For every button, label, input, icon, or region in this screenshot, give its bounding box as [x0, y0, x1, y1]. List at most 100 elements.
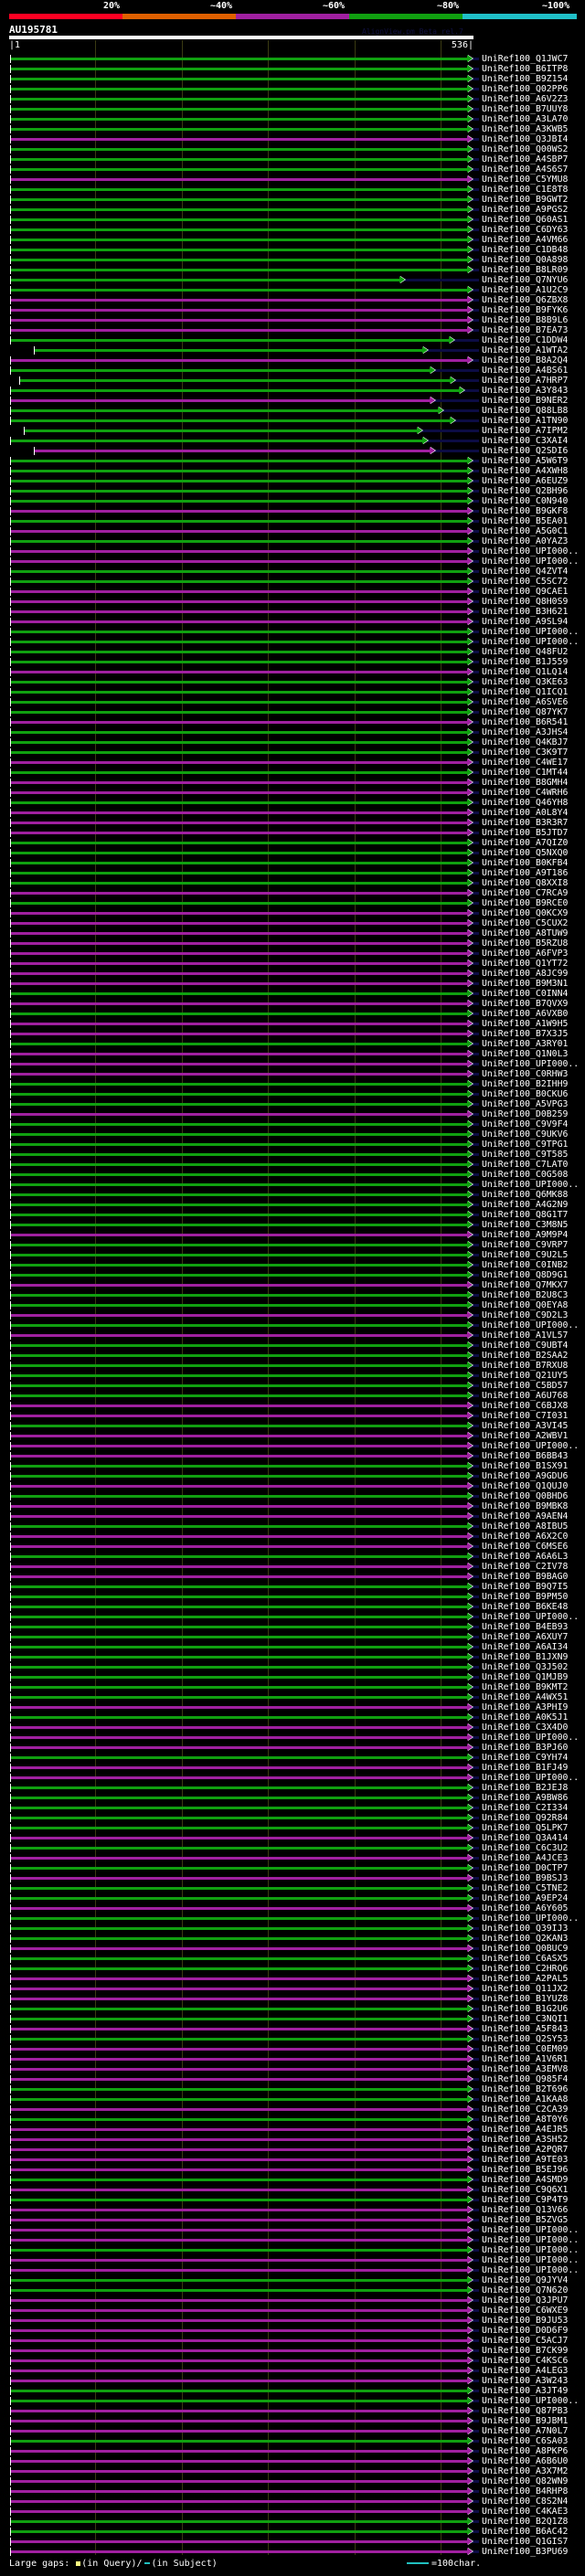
alignment-bar[interactable] [10, 2018, 467, 2020]
hit-row[interactable]: UniRef100_A3PHI9 [0, 1702, 585, 1712]
alignment-bar[interactable] [10, 852, 467, 854]
hit-label[interactable]: UniRef100_B9KMT2 [482, 1682, 569, 1692]
hit-row[interactable]: UniRef100_A3VI45 [0, 1421, 585, 1431]
hit-label[interactable]: UniRef100_A4BS61 [482, 366, 569, 376]
hit-row[interactable]: UniRef100_A1V6R1 [0, 2054, 585, 2064]
hit-label[interactable]: UniRef100_UPI000.. [482, 2396, 580, 2406]
alignment-bar[interactable] [10, 1304, 467, 1307]
alignment-bar[interactable] [10, 1485, 467, 1488]
hit-label[interactable]: UniRef100_A8TUW9 [482, 928, 569, 938]
alignment-bar[interactable] [10, 1686, 467, 1689]
hit-row[interactable]: UniRef100_A2PQR7 [0, 2145, 585, 2155]
alignment-bar[interactable] [10, 1967, 467, 1970]
hit-label[interactable]: UniRef100_B9RCE0 [482, 898, 569, 908]
alignment-bar[interactable] [10, 1897, 467, 1900]
hit-label[interactable]: UniRef100_C1DDW4 [482, 335, 569, 345]
hit-label[interactable]: UniRef100_B3PJ60 [482, 1743, 569, 1753]
alignment-bar[interactable] [10, 1716, 467, 1719]
alignment-bar[interactable] [10, 2028, 467, 2030]
hit-label[interactable]: UniRef100_A3RY01 [482, 1039, 569, 1049]
alignment-bar[interactable] [10, 2299, 467, 2302]
hit-label[interactable]: UniRef100_C4KAE3 [482, 2507, 569, 2517]
alignment-bar[interactable] [10, 339, 450, 342]
hit-label[interactable]: UniRef100_A9SL94 [482, 617, 569, 627]
hit-label[interactable]: UniRef100_Q21UY5 [482, 1371, 569, 1381]
alignment-bar[interactable] [10, 218, 467, 221]
hit-label[interactable]: UniRef100_Q6MK88 [482, 1190, 569, 1200]
hit-row[interactable]: UniRef100_C6DY63 [0, 225, 585, 235]
alignment-bar[interactable] [10, 962, 467, 965]
hit-row[interactable]: UniRef100_C9T585 [0, 1150, 585, 1160]
hit-label[interactable]: UniRef100_Q9CAE1 [482, 587, 569, 597]
hit-row[interactable]: UniRef100_B7RXU8 [0, 1361, 585, 1371]
hit-label[interactable]: UniRef100_C6BJX8 [482, 1401, 569, 1411]
hit-label[interactable]: UniRef100_B2U8C3 [482, 1290, 569, 1300]
alignment-bar[interactable] [10, 1344, 467, 1347]
hit-row[interactable]: UniRef100_Q46YH8 [0, 798, 585, 808]
hit-label[interactable]: UniRef100_C5CUX2 [482, 918, 569, 928]
hit-label[interactable]: UniRef100_C6MSE6 [482, 1542, 569, 1552]
alignment-bar[interactable] [10, 2460, 467, 2463]
alignment-bar[interactable] [10, 530, 467, 533]
hit-label[interactable]: UniRef100_Q02PP6 [482, 84, 569, 94]
hit-row[interactable]: UniRef100_C2CA39 [0, 2104, 585, 2115]
alignment-bar[interactable] [34, 450, 431, 452]
hit-row[interactable]: UniRef100_Q1N0L3 [0, 1049, 585, 1059]
hit-row[interactable]: UniRef100_A3X7M2 [0, 2466, 585, 2476]
hit-label[interactable]: UniRef100_C4KSC6 [482, 2356, 569, 2366]
hit-row[interactable]: UniRef100_B0CKU6 [0, 1089, 585, 1099]
hit-label[interactable]: UniRef100_A4SMD9 [482, 2175, 569, 2185]
hit-row[interactable]: UniRef100_UPI000.. [0, 1059, 585, 1069]
hit-row[interactable]: UniRef100_Q11JX2 [0, 1984, 585, 1994]
hit-row[interactable]: UniRef100_C9VRP7 [0, 1240, 585, 1250]
hit-row[interactable]: UniRef100_Q7MKX7 [0, 1280, 585, 1290]
alignment-bar[interactable] [10, 882, 467, 885]
hit-row[interactable]: UniRef100_Q39IJ3 [0, 1924, 585, 1934]
hit-row[interactable]: UniRef100_A9TE03 [0, 2155, 585, 2165]
hit-label[interactable]: UniRef100_UPI000.. [482, 1913, 580, 1924]
hit-label[interactable]: UniRef100_B0KFB4 [482, 858, 569, 868]
hit-row[interactable]: UniRef100_B9BAG0 [0, 1572, 585, 1582]
hit-row[interactable]: UniRef100_UPI000.. [0, 2245, 585, 2255]
hit-row[interactable]: UniRef100_A5VPG3 [0, 1099, 585, 1109]
hit-row[interactable]: UniRef100_A9PGS2 [0, 205, 585, 215]
hit-row[interactable]: UniRef100_A0L8Y4 [0, 808, 585, 818]
alignment-bar[interactable] [10, 520, 467, 523]
hit-label[interactable]: UniRef100_Q1GIS7 [482, 2537, 569, 2547]
alignment-bar[interactable] [10, 1988, 467, 1990]
hit-row[interactable]: UniRef100_C0RHW3 [0, 1069, 585, 1079]
alignment-bar[interactable] [10, 2369, 467, 2372]
alignment-bar[interactable] [10, 2400, 467, 2402]
hit-label[interactable]: UniRef100_A9AEN4 [482, 1511, 569, 1521]
hit-label[interactable]: UniRef100_C3NQI1 [482, 2014, 569, 2024]
hit-row[interactable]: UniRef100_A7HRP7 [0, 376, 585, 386]
alignment-bar[interactable] [10, 399, 431, 402]
hit-row[interactable]: UniRef100_A9BW86 [0, 1793, 585, 1803]
hit-row[interactable]: UniRef100_A6B6U0 [0, 2456, 585, 2466]
hit-label[interactable]: UniRef100_Q87YK7 [482, 707, 569, 717]
alignment-bar[interactable] [10, 2178, 467, 2181]
hit-label[interactable]: UniRef100_C7LAT0 [482, 1160, 569, 1170]
hit-row[interactable]: UniRef100_UPI000.. [0, 627, 585, 637]
alignment-bar[interactable] [10, 2450, 467, 2453]
hit-row[interactable]: UniRef100_A6SVE6 [0, 697, 585, 707]
hit-label[interactable]: UniRef100_B2IHH9 [482, 1079, 569, 1089]
hit-label[interactable]: UniRef100_A9PGS2 [482, 205, 569, 215]
alignment-bar[interactable] [10, 1123, 467, 1126]
hit-row[interactable]: UniRef100_A8T0Y6 [0, 2115, 585, 2125]
hit-label[interactable]: UniRef100_A2PAL5 [482, 1974, 569, 1984]
hit-label[interactable]: UniRef100_B5RZU8 [482, 938, 569, 949]
hit-label[interactable]: UniRef100_A7IPM2 [482, 426, 569, 436]
hit-label[interactable]: UniRef100_C9VRP7 [482, 1240, 569, 1250]
hit-row[interactable]: UniRef100_A4SMD9 [0, 2175, 585, 2185]
alignment-bar[interactable] [10, 1555, 467, 1558]
alignment-bar[interactable] [10, 2510, 467, 2513]
alignment-bar[interactable] [10, 2148, 467, 2151]
alignment-bar[interactable] [10, 661, 467, 663]
hit-label[interactable]: UniRef100_A6VXB0 [482, 1009, 569, 1019]
hit-label[interactable]: UniRef100_A3JT49 [482, 2386, 569, 2396]
hit-row[interactable]: UniRef100_Q6ZBX8 [0, 295, 585, 305]
hit-label[interactable]: UniRef100_C9TPG1 [482, 1140, 569, 1150]
hit-label[interactable]: UniRef100_UPI000.. [482, 1441, 580, 1451]
hit-label[interactable]: UniRef100_A3EMV8 [482, 2064, 569, 2074]
